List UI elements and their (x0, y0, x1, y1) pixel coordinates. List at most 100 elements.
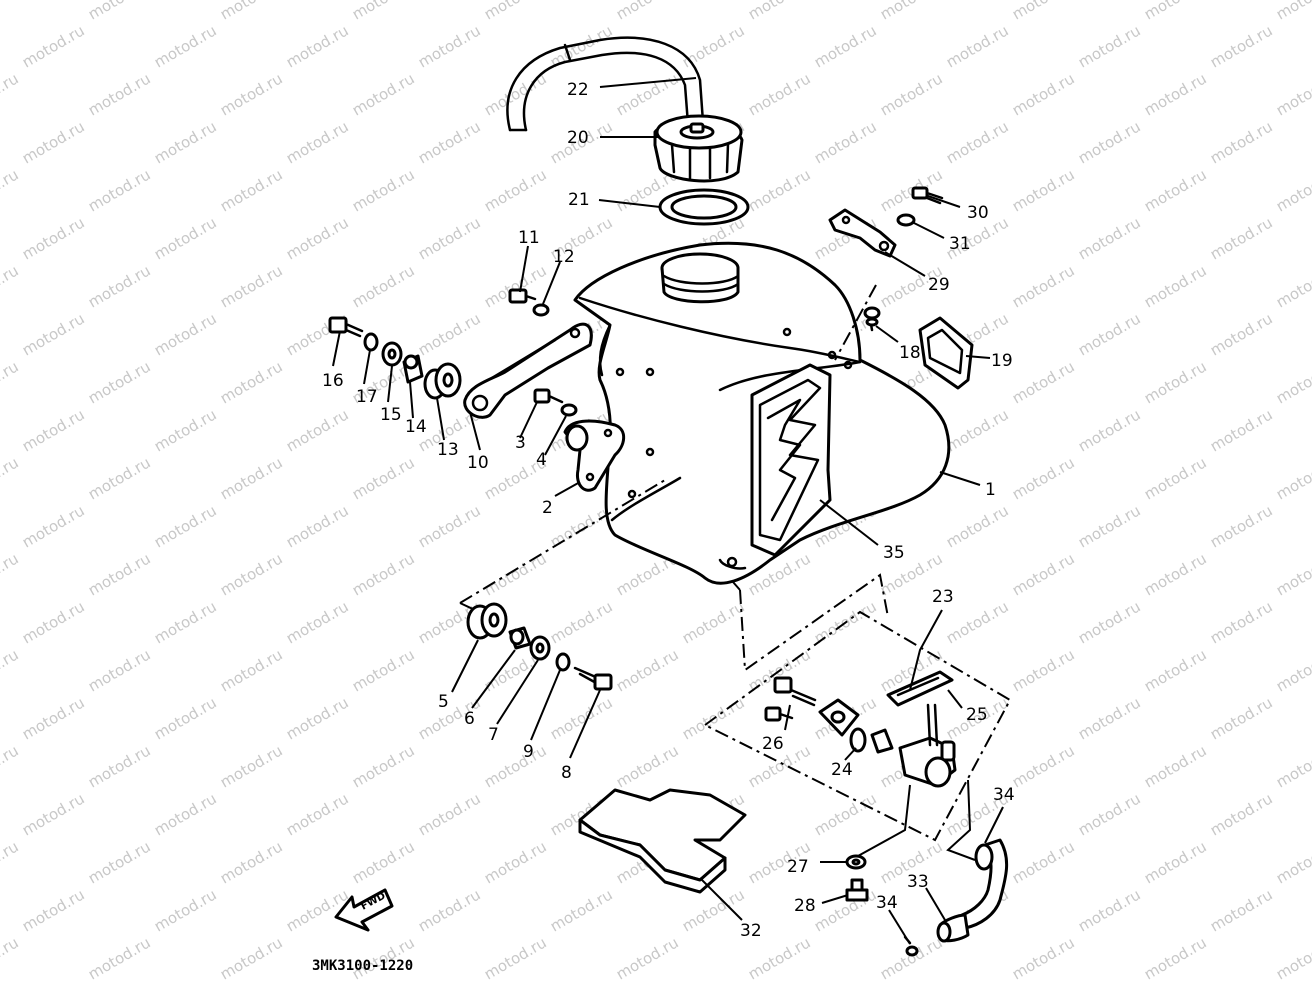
watermark-text: motod.ru (481, 933, 550, 983)
watermark-text: motod.ru (1141, 165, 1210, 215)
watermark-text: motod.ru (1075, 117, 1144, 167)
watermark-text: motod.ru (811, 789, 880, 839)
bolt-3-drawing (533, 388, 564, 404)
collar-6-drawing (508, 626, 532, 650)
callout-6-collar: 6 (464, 709, 475, 729)
watermark-text: motod.ru (1141, 453, 1210, 503)
watermark-text: motod.ru (1075, 789, 1144, 839)
watermark-text: motod.ru (217, 261, 286, 311)
watermark-text: motod.ru (481, 0, 550, 23)
watermark-text: motod.ru (151, 309, 220, 359)
callout-34b-clip: 34 (876, 893, 898, 913)
washer-4-drawing (560, 403, 578, 417)
watermark-text: motod.ru (1009, 165, 1078, 215)
callout-20-fuel-cap: 20 (567, 128, 589, 148)
diagram-code: 3MK3100-1220 (312, 958, 413, 974)
fwd-arrow-icon: FWD (334, 888, 394, 932)
bolt-8-drawing (573, 666, 613, 691)
watermark-text: motod.ru (877, 0, 946, 23)
callout-15-nut: 15 (380, 405, 402, 425)
watermark-text: motod.ru (1273, 165, 1312, 215)
watermark-text: motod.ru (85, 453, 154, 503)
watermark-text: motod.ru (151, 501, 220, 551)
watermark-text: motod.ru (349, 453, 418, 503)
nut-15-drawing (381, 341, 403, 367)
screw-18-drawing (863, 306, 881, 332)
watermark-text: motod.ru (85, 357, 154, 407)
callout-19-emblem: 19 (991, 351, 1013, 371)
watermark-text: motod.ru (1141, 549, 1210, 599)
pad-32-drawing (578, 788, 747, 894)
callout-35-graphic: 35 (883, 543, 905, 563)
watermark-text: motod.ru (1009, 0, 1078, 23)
watermark-text: motod.ru (679, 885, 748, 935)
watermark-text: motod.ru (1009, 933, 1078, 983)
watermark-text: motod.ru (415, 213, 484, 263)
callout-12-washer: 12 (553, 247, 575, 267)
callout-18-screw: 18 (899, 343, 921, 363)
watermark-text: motod.ru (1075, 501, 1144, 551)
watermark-text: motod.ru (151, 21, 220, 71)
watermark-text: motod.ru (1009, 549, 1078, 599)
damper-5-drawing (466, 602, 508, 640)
watermark-text: motod.ru (349, 549, 418, 599)
watermark-text: motod.ru (217, 741, 286, 791)
watermark-text: motod.ru (349, 645, 418, 695)
watermark-text: motod.ru (19, 309, 88, 359)
watermark-text: motod.ru (613, 69, 682, 119)
watermark-text: motod.ru (1207, 885, 1276, 935)
watermark-text: motod.ru (217, 645, 286, 695)
watermark-text: motod.ru (0, 69, 22, 119)
callout-27-washer: 27 (787, 857, 809, 877)
washer-7-drawing (529, 635, 551, 661)
watermark-text: motod.ru (1207, 501, 1276, 551)
bracket-damper-2-drawing (563, 419, 626, 492)
callout-29-bracket: 29 (928, 275, 950, 295)
watermark-text: motod.ru (283, 405, 352, 455)
breather-hose-drawing (506, 36, 707, 152)
watermark-text: motod.ru (745, 165, 814, 215)
watermark-text: motod.ru (0, 165, 22, 215)
watermark-text: motod.ru (877, 933, 946, 983)
fuel-pipe-33-drawing (936, 838, 1009, 943)
emblem-19-drawing (918, 316, 974, 390)
watermark-text: motod.ru (1075, 597, 1144, 647)
watermark-text: motod.ru (943, 501, 1012, 551)
bracket-10-drawing (463, 322, 593, 419)
watermark-text: motod.ru (1141, 933, 1210, 983)
callout-23-fuel-cock-assembly: 23 (932, 587, 954, 607)
callout-24-o-ring: 24 (831, 760, 853, 780)
watermark-text: motod.ru (1207, 117, 1276, 167)
watermark-text: motod.ru (85, 0, 154, 23)
callout-11-bolt: 11 (518, 228, 540, 248)
watermark-text: motod.ru (811, 21, 880, 71)
watermark-text: motod.ru (349, 0, 418, 23)
watermark-text: motod.ru (1207, 597, 1276, 647)
watermark-text: motod.ru (0, 261, 22, 311)
watermark-text: motod.ru (1075, 213, 1144, 263)
watermark-text: motod.ru (547, 885, 616, 935)
watermark-text: motod.ru (415, 885, 484, 935)
watermark-text: motod.ru (217, 69, 286, 119)
callout-13-damper: 13 (437, 440, 459, 460)
watermark-text: motod.ru (547, 693, 616, 743)
watermark-text: motod.ru (349, 741, 418, 791)
damper-13-drawing (423, 362, 462, 400)
watermark-text: motod.ru (1273, 837, 1312, 887)
watermark-text: motod.ru (0, 549, 22, 599)
watermark-text: motod.ru (19, 885, 88, 935)
watermark-text: motod.ru (1273, 933, 1312, 983)
watermark-text: motod.ru (1141, 357, 1210, 407)
callout-32-pad: 32 (740, 921, 762, 941)
watermark-text: motod.ru (349, 837, 418, 887)
washer-9-drawing (555, 652, 571, 672)
callout-16-bolt: 16 (322, 371, 344, 391)
watermark-text: motod.ru (415, 501, 484, 551)
watermark-text: motod.ru (349, 261, 418, 311)
watermark-text: motod.ru (1009, 741, 1078, 791)
collar-14-drawing (402, 354, 424, 384)
watermark-text: motod.ru (943, 117, 1012, 167)
watermark-text: motod.ru (1141, 645, 1210, 695)
watermark-text: motod.ru (415, 789, 484, 839)
